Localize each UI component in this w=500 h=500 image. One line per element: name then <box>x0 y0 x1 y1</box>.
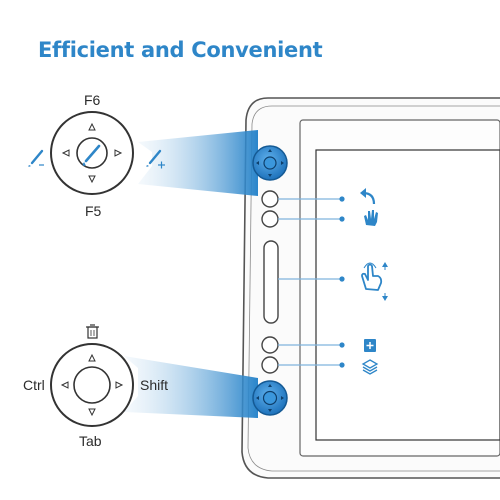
bottom-dial-arrow-left <box>60 381 69 389</box>
tablet-top-dial[interactable] <box>252 145 288 181</box>
bottom-dial-arrow-down <box>88 408 96 417</box>
label-shift: Shift <box>140 377 169 393</box>
plus-box-icon <box>364 339 376 352</box>
connector-dots <box>339 196 345 368</box>
tablet-button-4[interactable] <box>261 356 279 374</box>
bottom-dial-large <box>50 343 134 427</box>
top-dial-arrow-left <box>61 149 70 157</box>
brush-plus-icon <box>146 149 165 169</box>
label-tab: Tab <box>79 433 102 449</box>
tablet-button-3[interactable] <box>261 336 279 354</box>
bottom-dial-arrow-up <box>88 353 96 362</box>
label-f5: F5 <box>85 203 102 219</box>
undo-arrow-icon <box>360 188 376 205</box>
page-title: Efficient and Convenient <box>38 38 323 62</box>
label-f6: F6 <box>84 92 101 108</box>
tablet-button-2[interactable] <box>261 210 279 228</box>
layers-icon <box>361 359 379 375</box>
label-ctrl: Ctrl <box>23 377 45 393</box>
brush-minus-icon <box>28 149 44 167</box>
bottom-dial-arrow-right <box>115 381 124 389</box>
tablet-button-1[interactable] <box>261 190 279 208</box>
top-dial-arrow-right <box>114 149 123 157</box>
bottom-beam <box>124 356 258 418</box>
top-dial-arrow-up <box>88 122 96 131</box>
brush-icon <box>82 144 101 166</box>
hand-pan-icon <box>364 210 378 226</box>
tablet-bottom-dial[interactable] <box>252 380 288 416</box>
top-dial-large <box>50 111 134 195</box>
touch-strip[interactable] <box>263 240 279 324</box>
touch-scroll-icon <box>361 262 388 301</box>
trash-icon <box>86 324 99 339</box>
connector-lines <box>278 198 342 366</box>
top-dial-arrow-down <box>88 175 96 184</box>
top-beam <box>138 130 258 196</box>
